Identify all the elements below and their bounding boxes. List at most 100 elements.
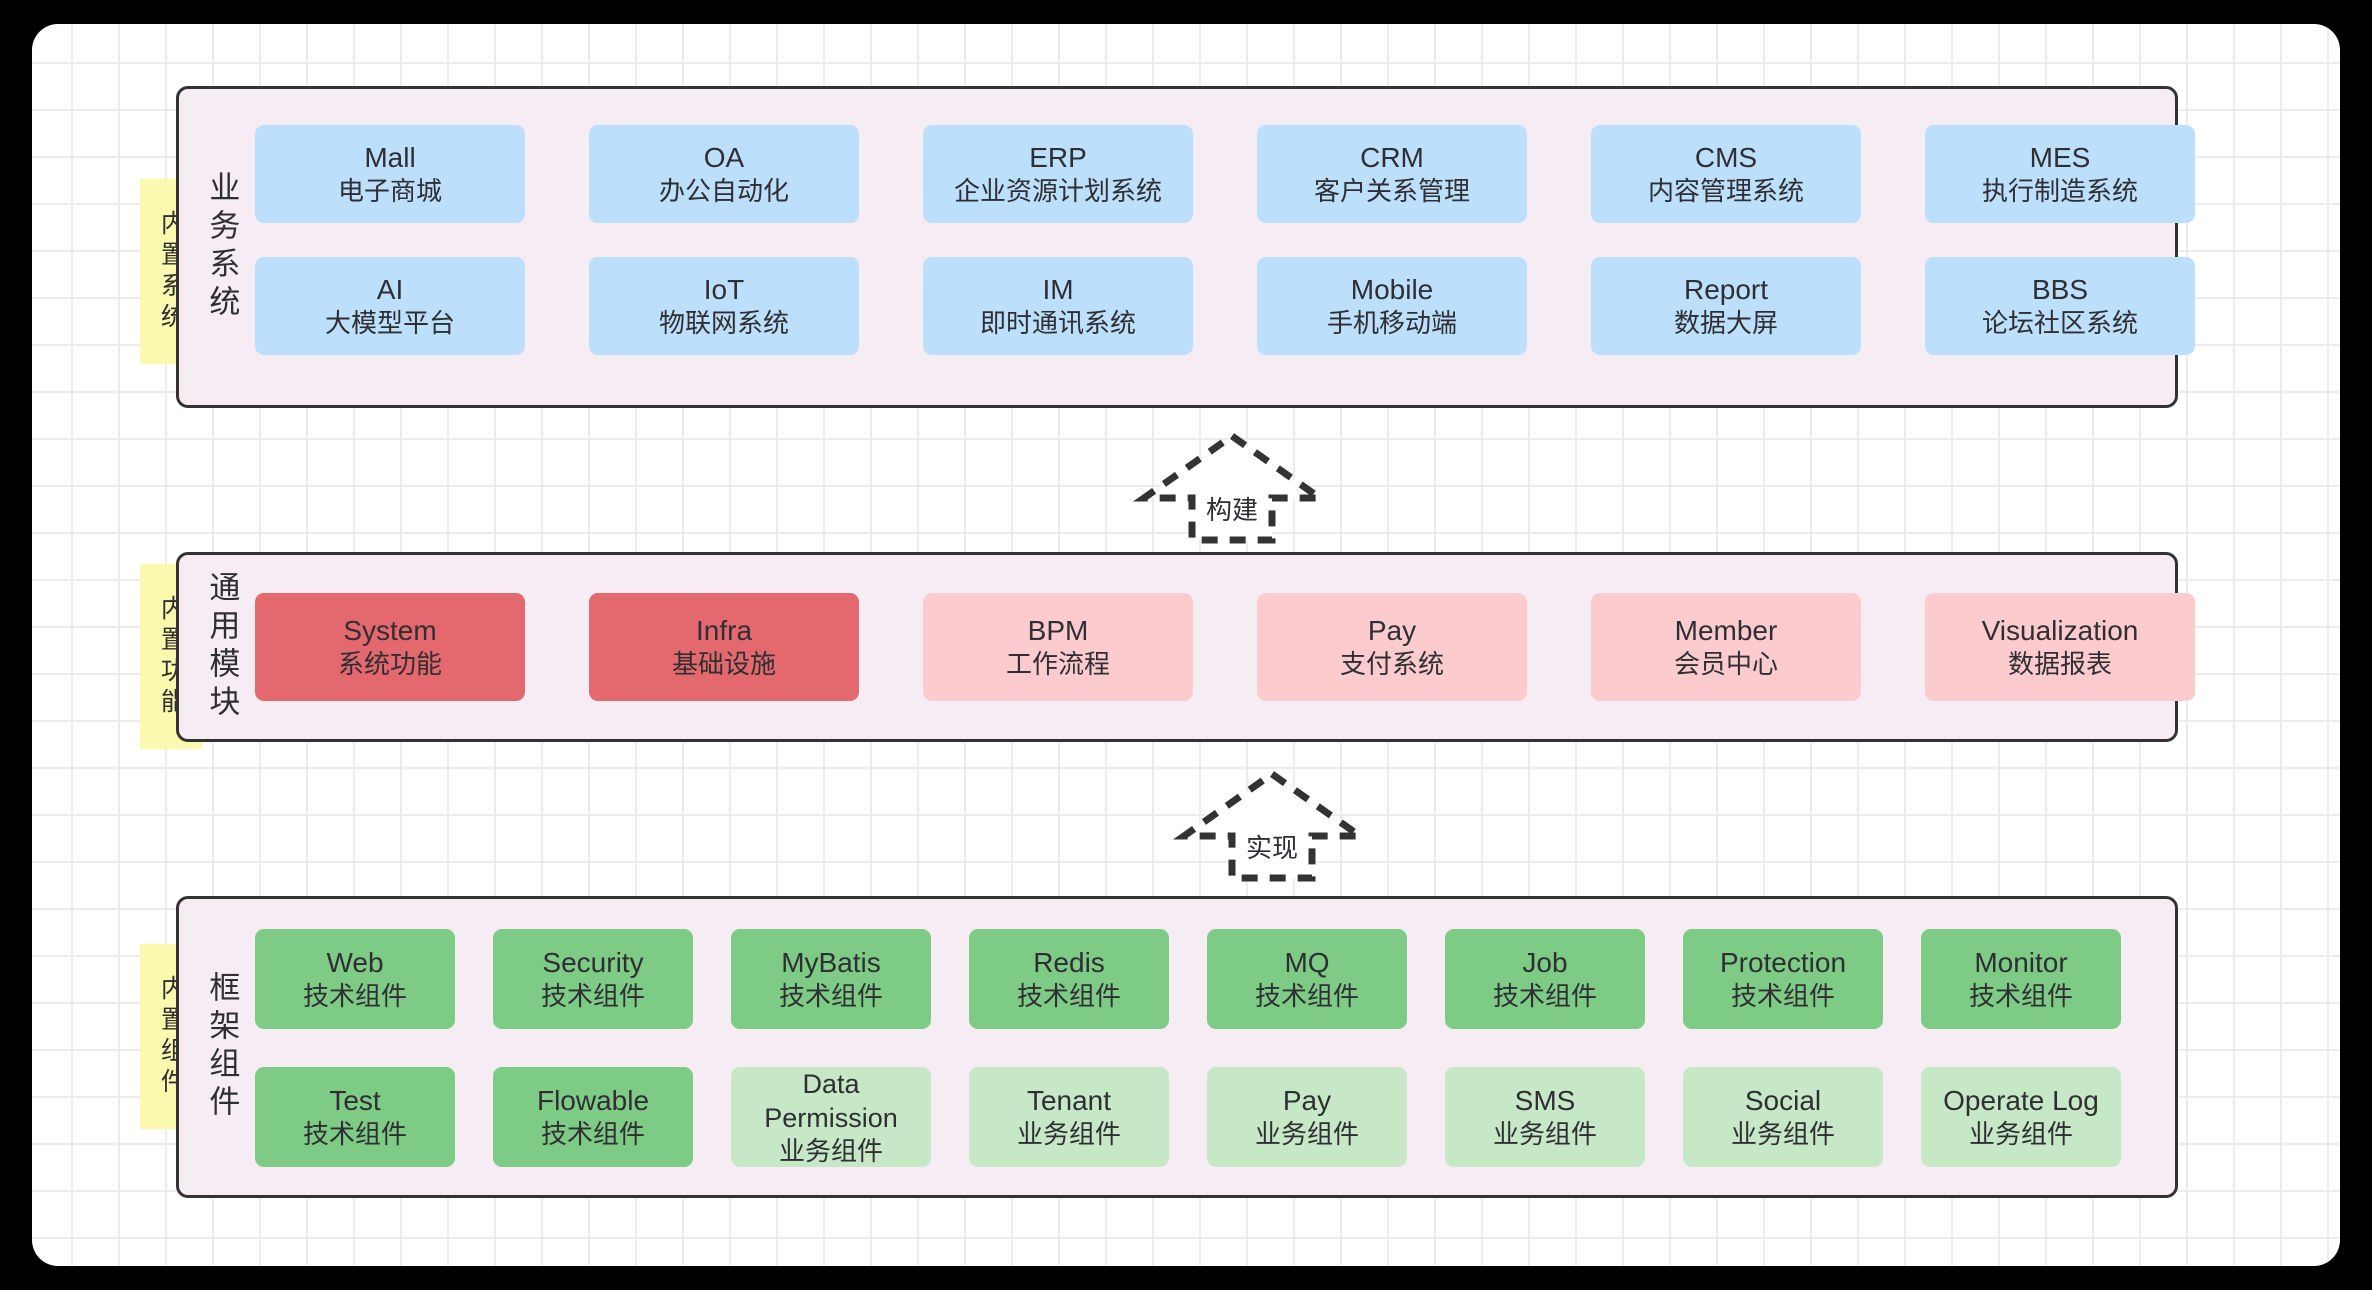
tile-cn: 技术组件 xyxy=(1730,981,1835,1012)
connector-label: 实现 xyxy=(1245,833,1298,863)
tile-cn: 业务组件 xyxy=(778,1135,883,1166)
tile-cn: 业务组件 xyxy=(1016,1119,1121,1150)
tile-en: BBS xyxy=(2031,273,2089,305)
tile-en: Visualization xyxy=(1981,614,2139,646)
tile-en: OA xyxy=(703,141,745,173)
tile-erp[interactable]: ERP 企业资源计划系统 xyxy=(923,125,1193,223)
tile-en: BPM xyxy=(1027,614,1089,646)
tile-crm[interactable]: CRM 客户关系管理 xyxy=(1257,125,1527,223)
tile-cn: 论坛社区系统 xyxy=(1981,308,2138,339)
tile-visualization[interactable]: Visualization 数据报表 xyxy=(1925,593,2195,701)
tile-en: Operate Log xyxy=(1943,1084,2099,1116)
tile-cn: 数据大屏 xyxy=(1673,308,1778,339)
tile-cn: 即时通讯系统 xyxy=(979,308,1136,339)
tile-mall[interactable]: Mall 电子商城 xyxy=(255,125,525,223)
tile-en: Flowable xyxy=(536,1084,650,1116)
tile-system[interactable]: System 系统功能 xyxy=(255,593,525,701)
tile-cn: 办公自动化 xyxy=(658,176,789,207)
tile-mq[interactable]: MQ 技术组件 xyxy=(1207,929,1407,1029)
tile-cn: 业务组件 xyxy=(1492,1119,1597,1150)
tile-en: Pay xyxy=(1282,1084,1332,1116)
tile-en: MQ xyxy=(1284,946,1330,978)
diagram-canvas: 内置系统 业务系统 Mall 电子商城 OA 办公自动化 ERP 企业资源计划系… xyxy=(32,24,2340,1266)
tile-mobile[interactable]: Mobile 手机移动端 xyxy=(1257,257,1527,355)
tile-infra[interactable]: Infra 基础设施 xyxy=(589,593,859,701)
tile-en: Monitor xyxy=(1974,946,2068,978)
tile-bpm[interactable]: BPM 工作流程 xyxy=(923,593,1193,701)
tile-en: CRM xyxy=(1360,141,1424,173)
tile-mes[interactable]: MES 执行制造系统 xyxy=(1925,125,2195,223)
tile-cn: 执行制造系统 xyxy=(1981,176,2138,207)
tile-en: Redis xyxy=(1033,946,1105,978)
layer-category-label: 通用模块 xyxy=(204,571,240,723)
tile-job[interactable]: Job 技术组件 xyxy=(1445,929,1645,1029)
tile-en: MyBatis xyxy=(781,946,881,978)
tile-report[interactable]: Report 数据大屏 xyxy=(1591,257,1861,355)
tile-cn: 支付系统 xyxy=(1339,649,1444,680)
tile-en: Test xyxy=(329,1084,381,1116)
tile-cn: 数据报表 xyxy=(2007,649,2112,680)
connector-implement: 实现 xyxy=(1172,766,1372,886)
tile-en: Web xyxy=(326,946,384,978)
tile-cn: 业务组件 xyxy=(1254,1119,1359,1150)
tile-sms[interactable]: SMS 业务组件 xyxy=(1445,1067,1645,1167)
tile-cn: 技术组件 xyxy=(302,1119,407,1150)
tile-ai[interactable]: AI 大模型平台 xyxy=(255,257,525,355)
tile-test[interactable]: Test 技术组件 xyxy=(255,1067,455,1167)
tile-cn: 技术组件 xyxy=(778,981,883,1012)
tile-en: Security xyxy=(542,946,644,978)
tile-cms[interactable]: CMS 内容管理系统 xyxy=(1591,125,1861,223)
tile-iot[interactable]: IoT 物联网系统 xyxy=(589,257,859,355)
tile-bbs[interactable]: BBS 论坛社区系统 xyxy=(1925,257,2195,355)
tile-mybatis[interactable]: MyBatis 技术组件 xyxy=(731,929,931,1029)
tile-cn: 技术组件 xyxy=(1968,981,2073,1012)
tile-social[interactable]: Social 业务组件 xyxy=(1683,1067,1883,1167)
tile-member[interactable]: Member 会员中心 xyxy=(1591,593,1861,701)
tile-en: Report xyxy=(1683,273,1769,305)
tile-redis[interactable]: Redis 技术组件 xyxy=(969,929,1169,1029)
layer-category-label: 业务系统 xyxy=(204,171,240,323)
connector-label: 构建 xyxy=(1205,495,1258,525)
tile-tenant[interactable]: Tenant 业务组件 xyxy=(969,1067,1169,1167)
tile-en: Tenant xyxy=(1026,1084,1112,1116)
tile-oa[interactable]: OA 办公自动化 xyxy=(589,125,859,223)
arrow-up-icon xyxy=(1172,769,1372,882)
arrow-up-icon xyxy=(1132,431,1332,544)
tile-cn: 手机移动端 xyxy=(1326,308,1457,339)
tile-cn: 大模型平台 xyxy=(324,308,455,339)
tile-flowable[interactable]: Flowable 技术组件 xyxy=(493,1067,693,1167)
tile-en: Mall xyxy=(364,141,416,173)
tile-cn: 企业资源计划系统 xyxy=(953,176,1162,207)
tile-cn: 内容管理系统 xyxy=(1647,176,1804,207)
tile-cn: 物联网系统 xyxy=(658,308,789,339)
tile-security[interactable]: Security 技术组件 xyxy=(493,929,693,1029)
tile-en: CMS xyxy=(1694,141,1758,173)
tile-cn: 电子商城 xyxy=(337,176,442,207)
tile-cn: 会员中心 xyxy=(1673,649,1778,680)
layer-business-systems: 业务系统 Mall 电子商城 OA 办公自动化 ERP 企业资源计划系统 CRM… xyxy=(176,86,2195,408)
tile-cn: 业务组件 xyxy=(1730,1119,1835,1150)
layer-common-modules: 通用模块 System 系统功能 Infra 基础设施 BPM 工作流程 Pay… xyxy=(176,552,2195,742)
tile-en: AI xyxy=(376,273,404,305)
tile-cn: 技术组件 xyxy=(540,981,645,1012)
tile-en: Pay xyxy=(1367,614,1417,646)
layer-framework-components: 框架组件 Web 技术组件 Security 技术组件 MyBatis 技术组件… xyxy=(176,896,2178,1198)
tile-operate-log[interactable]: Operate Log 业务组件 xyxy=(1921,1067,2121,1167)
tile-monitor[interactable]: Monitor 技术组件 xyxy=(1921,929,2121,1029)
tile-en: Member xyxy=(1674,614,1778,646)
tile-en: IM xyxy=(1042,273,1074,305)
tile-en: SMS xyxy=(1514,1084,1576,1116)
tile-pay[interactable]: Pay 支付系统 xyxy=(1257,593,1527,701)
tile-en: Mobile xyxy=(1350,273,1434,305)
tile-cn: 客户关系管理 xyxy=(1313,176,1470,207)
tile-protection[interactable]: Protection 技术组件 xyxy=(1683,929,1883,1029)
tile-cn: 技术组件 xyxy=(540,1119,645,1150)
tile-data-permission[interactable]: Data Permission 业务组件 xyxy=(731,1067,931,1167)
tile-en: IoT xyxy=(703,273,745,305)
tile-pay-component[interactable]: Pay 业务组件 xyxy=(1207,1067,1407,1167)
tile-web[interactable]: Web 技术组件 xyxy=(255,929,455,1029)
tile-cn: 技术组件 xyxy=(1254,981,1359,1012)
tile-en: Data Permission xyxy=(764,1068,898,1133)
connector-build: 构建 xyxy=(1132,428,1332,548)
tile-im[interactable]: IM 即时通讯系统 xyxy=(923,257,1193,355)
